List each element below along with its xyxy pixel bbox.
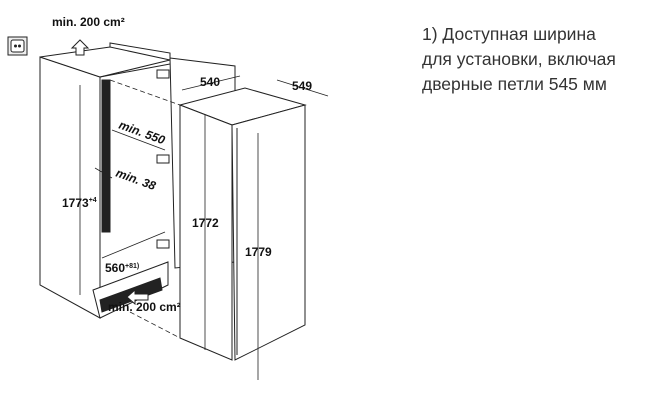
footnote-line: 1) Доступная ширина: [422, 24, 596, 44]
niche-height-label: 1773: [62, 196, 89, 210]
footnote-line: дверные петли 545 мм: [422, 74, 607, 94]
svg-text:1773+4: 1773+4: [62, 196, 97, 210]
side-strip: [101, 79, 111, 233]
min-gap-label: min. 38: [114, 166, 158, 193]
svg-text:min. 200 cm²: min. 200 cm²: [52, 15, 125, 29]
power-socket-icon: [7, 36, 28, 56]
footnote-line: для установки, включая: [422, 49, 616, 69]
niche-width-tolerance: +8: [125, 263, 133, 270]
width-footnote: 1) Доступная ширина для установки, включ…: [422, 22, 616, 97]
depth-niche-label: 540: [200, 75, 220, 89]
niche-width-note: 1): [133, 263, 139, 270]
vent-arrow-top-icon: [70, 39, 90, 56]
vent-bottom-label: min. 200 cm²: [108, 300, 181, 314]
appliance-height-label: 1772: [192, 216, 219, 230]
fridge-appliance: [178, 87, 307, 361]
vent-arrow-bottom-icon: [126, 288, 149, 306]
niche-height-tolerance: +4: [89, 197, 97, 204]
niche-width-label: 560: [105, 261, 125, 275]
min-depth-label: min. 550: [117, 118, 167, 148]
depth-appliance-label: 549: [292, 79, 312, 93]
svg-text:560+81): 560+81): [105, 261, 139, 275]
appliance-door-height-label: 1779: [245, 245, 272, 259]
vent-top-label: min. 200 cm²: [52, 15, 125, 29]
